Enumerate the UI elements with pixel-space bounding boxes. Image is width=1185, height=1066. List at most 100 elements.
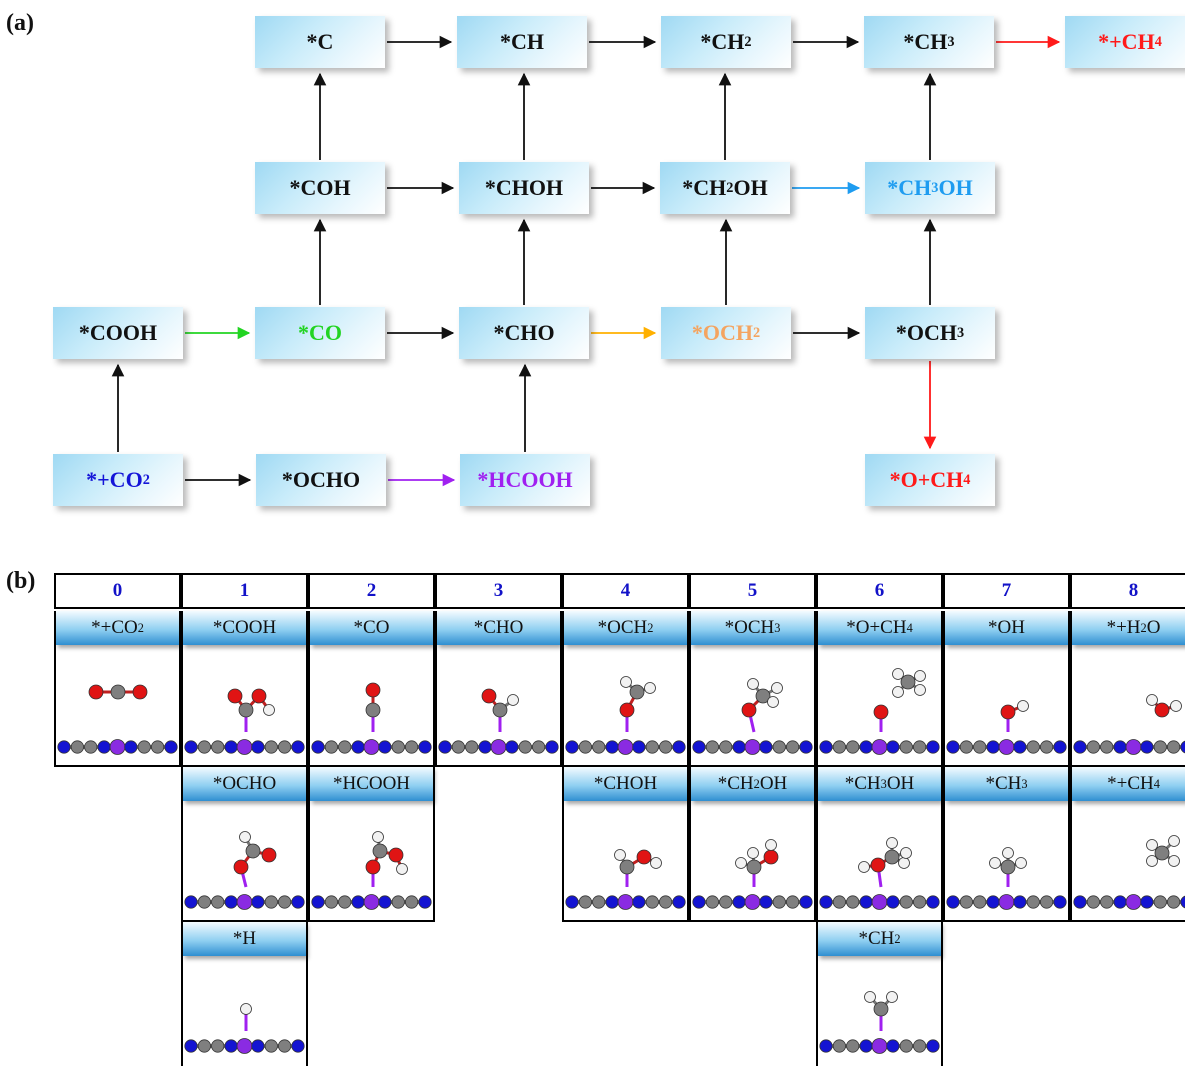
atom-M <box>1125 894 1142 910</box>
atom-N <box>224 1039 238 1053</box>
molecule-structure-COOH <box>184 688 305 755</box>
molecule-structure-CHO <box>438 688 559 755</box>
node-HCOOH: *HCOOH <box>460 454 590 506</box>
atom-N <box>926 740 940 754</box>
atom-H <box>650 857 662 869</box>
atom-N <box>986 740 1000 754</box>
intermediate-label: *HCOOH <box>310 767 433 801</box>
structure-cell: *HCOOH <box>308 767 435 922</box>
atom-M <box>871 1038 888 1054</box>
atom-H <box>892 686 904 698</box>
atom-C <box>338 895 352 909</box>
molecule-structure-CH2OH <box>692 839 813 910</box>
atom-N <box>351 740 365 754</box>
atom-N <box>418 895 432 909</box>
atom-H <box>1170 700 1182 712</box>
atom-M <box>236 739 253 755</box>
structure-image <box>310 647 433 765</box>
column-index: 8 <box>1070 573 1185 609</box>
structure-image <box>56 647 179 765</box>
molecule-structure-CH2 <box>819 991 940 1054</box>
atom-H <box>771 682 783 694</box>
atom-N <box>732 740 746 754</box>
atom-C <box>772 740 786 754</box>
atom-N <box>1113 740 1127 754</box>
atom-N <box>886 895 900 909</box>
atom-N <box>565 895 579 909</box>
atom-N <box>251 1039 265 1053</box>
atom-N <box>732 895 746 909</box>
atom-C <box>899 895 913 909</box>
atom-C <box>1154 845 1170 861</box>
atom-C <box>1153 740 1167 754</box>
atom-C <box>959 895 973 909</box>
atom-N <box>438 740 452 754</box>
atom-O <box>481 688 497 704</box>
atom-C <box>755 688 771 704</box>
atom-C <box>899 740 913 754</box>
atom-C <box>832 740 846 754</box>
atom-N <box>1013 895 1027 909</box>
atom-C <box>1153 895 1167 909</box>
atom-C <box>1026 740 1040 754</box>
atom-C <box>846 1039 860 1053</box>
structure-cell: *OCHO <box>181 767 308 922</box>
atom-N <box>251 740 265 754</box>
molecule-structure-CH4 <box>1073 835 1185 910</box>
atom-O <box>132 684 148 700</box>
molecule-structure-CHOH <box>565 849 686 910</box>
structure-image <box>183 647 306 765</box>
atom-N <box>224 895 238 909</box>
node-COOH: *COOH <box>53 307 183 359</box>
atom-O <box>251 688 267 704</box>
atom-H <box>914 670 926 682</box>
atom-C <box>786 895 800 909</box>
atom-C <box>1100 895 1114 909</box>
atom-C <box>913 740 927 754</box>
structure-cell: *CHO <box>435 611 562 767</box>
atom-C <box>245 843 261 859</box>
atom-O <box>1000 704 1016 720</box>
atom-C <box>1040 740 1054 754</box>
atom-C <box>197 740 211 754</box>
atom-C <box>719 895 733 909</box>
atom-N <box>859 1039 873 1053</box>
atom-H <box>900 847 912 859</box>
node-CHO: *CHO <box>459 307 589 359</box>
intermediate-label: *OCHO <box>183 767 306 801</box>
atom-O <box>365 859 381 875</box>
atom-C <box>110 684 126 700</box>
atom-O <box>233 859 249 875</box>
structure-image <box>945 803 1068 920</box>
atom-N <box>1053 895 1067 909</box>
atom-M <box>617 894 634 910</box>
atom-M <box>998 739 1015 755</box>
atom-N <box>672 740 686 754</box>
structure-image <box>564 647 687 765</box>
atom-N <box>57 740 71 754</box>
atom-N <box>799 740 813 754</box>
atom-N <box>351 895 365 909</box>
column-index: 5 <box>689 573 816 609</box>
atom-C <box>84 740 98 754</box>
structure-image <box>1072 647 1185 765</box>
atom-C <box>913 1039 927 1053</box>
atom-C <box>746 859 762 875</box>
structure-image <box>1072 803 1185 920</box>
structure-cell: *COOH <box>181 611 308 767</box>
atom-C <box>1100 740 1114 754</box>
atom-N <box>819 895 833 909</box>
column-index: 7 <box>943 573 1070 609</box>
atom-N <box>1113 895 1127 909</box>
atom-H <box>989 857 1001 869</box>
atom-N <box>946 895 960 909</box>
atom-N <box>291 1039 305 1053</box>
atom-C <box>324 895 338 909</box>
atom-H <box>1015 857 1027 869</box>
atom-O <box>1154 702 1170 718</box>
